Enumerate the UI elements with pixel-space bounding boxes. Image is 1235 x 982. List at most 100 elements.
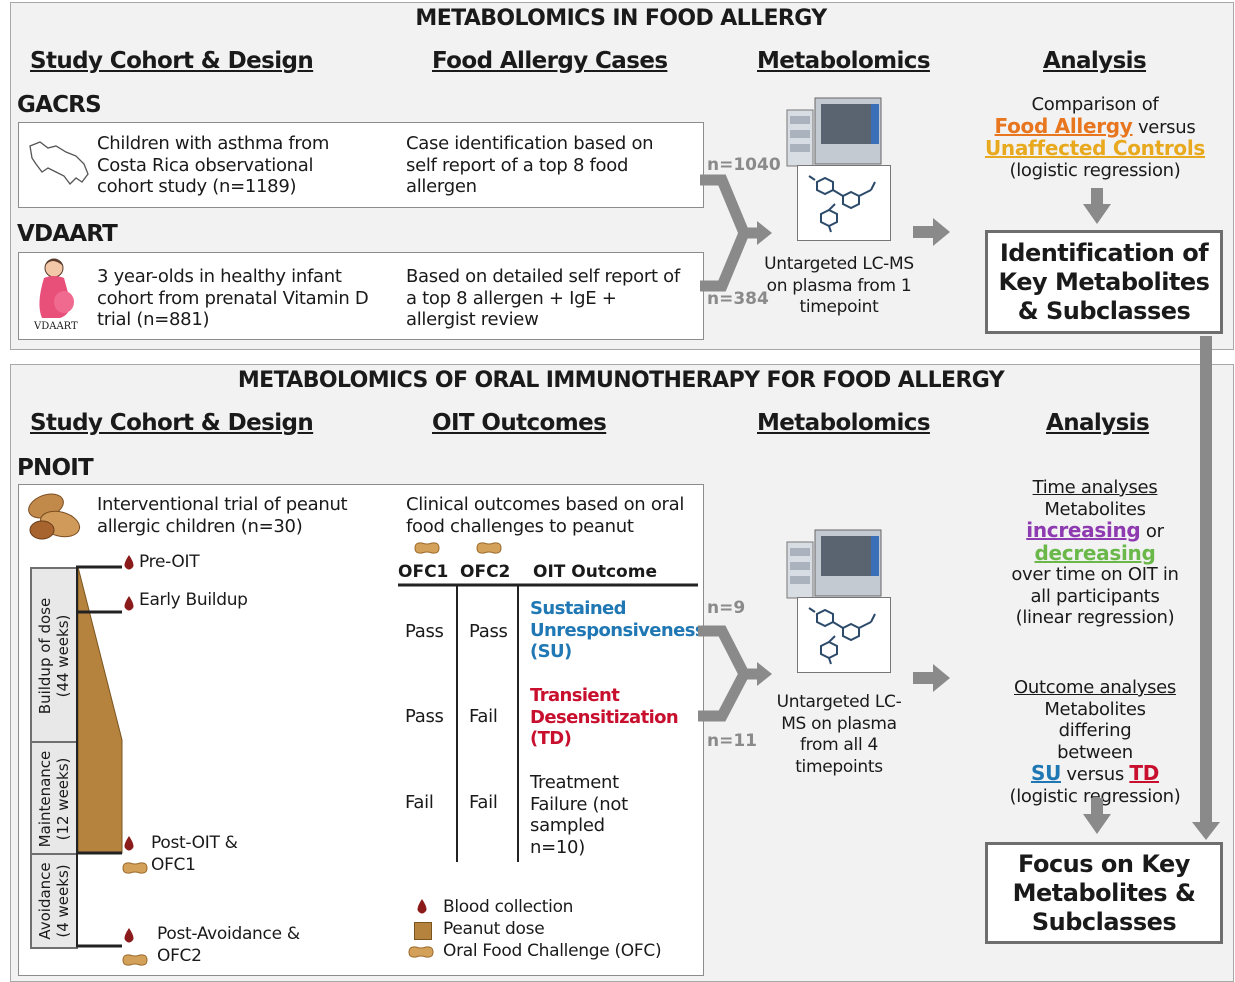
lcms-instrument-icon-bottom [786,529,882,599]
versus-word-2: versus [1061,764,1130,785]
top-header-analysis: Analysis [1043,48,1147,74]
arrow-down-head-1 [1083,204,1111,224]
bottom-header-metabolomics: Metabolomics [757,410,931,436]
time-analysis: Time analyses Metabolites increasing or … [990,477,1200,629]
su-term: SU [1030,761,1062,785]
top-header-cohort: Study Cohort & Design [30,48,314,74]
row1-outcome: Sustained Unresponsiveness (SU) [530,598,706,662]
vdaart-logo-text: VDAART [34,321,78,332]
row2-ofc1: Pass [405,706,444,727]
vdaart-cases: Based on detailed self report of a top 8… [406,266,680,330]
time-analysis-line1: Metabolites [1044,498,1146,520]
decreasing-term: decreasing [1034,540,1156,565]
peanut-icon [414,542,440,554]
col-oit-outcome: OIT Outcome [533,562,657,582]
timepoint-early-buildup: Early Buildup [139,590,248,610]
td-n: n=11 [707,731,758,751]
gacrs-box [18,122,704,208]
gacrs-cases: Case identification based on self report… [406,133,654,197]
legend-ofc: Oral Food Challenge (OFC) [443,941,662,961]
molecule-icon-bottom [808,607,876,665]
or-word: or [1140,521,1164,542]
controls-term: Unaffected Controls [984,136,1206,160]
outcomes-intro: Clinical outcomes based on oral food cha… [406,494,685,537]
outcome-analysis-title: Outcome analyses [1013,677,1177,698]
vdaart-box [18,252,704,340]
blood-drop-icon [124,555,134,570]
top-analysis-line1: Comparison of [1031,94,1159,115]
timepoint-pre-oit: Pre-OIT [139,552,200,572]
arrow-down-shaft-1 [1091,188,1103,206]
focus-result-box: Focus on Key Metabolites & Subclasses [985,842,1223,944]
bottom-header-cohort: Study Cohort & Design [30,410,314,436]
outcome-analysis-line1: Metabolites differing between [1044,698,1146,763]
peanut-icon [476,542,502,554]
legend-dose: Peanut dose [443,919,545,939]
time-analysis-method: (linear regression) [1015,607,1175,628]
peanut-icon [408,946,434,958]
peanut-icon [122,954,148,966]
molecule-icon-top [808,175,876,233]
top-analysis-method: (logistic regression) [1009,159,1181,181]
row3-ofc2: Fail [469,792,498,813]
timepoint-post-oit: Post-OIT & OFC1 [151,833,238,875]
arrow-top-head [933,218,950,246]
top-analysis-text: Comparison of Food Allergy versus Unaffe… [975,94,1215,181]
pregnant-woman-icon [39,258,74,318]
peanut-dose-timeline [76,565,123,948]
arrow-bottom-head [933,664,950,692]
time-analysis-title: Time analyses [1032,477,1158,498]
time-analysis-rest: over time on OIT in all participants [1011,564,1179,607]
blood-drop-icon [417,899,427,914]
row1-ofc2: Pass [469,621,508,642]
costa-rica-map-icon [29,141,89,185]
identification-result-box: Identification of Key Metabolites & Subc… [985,230,1223,334]
food-allergy-term: Food Allergy [994,113,1133,138]
top-header-metabolomics: Metabolomics [757,48,931,74]
bottom-header-outcomes: OIT Outcomes [432,410,607,436]
vdaart-label: VDAART [17,221,118,247]
row2-outcome: Transient Desensitization (TD) [530,685,679,749]
pnoit-label: PNOIT [17,455,94,481]
merge-arrowhead-top [757,221,772,245]
arrow-top-shaft [913,226,935,238]
increasing-term: increasing [1026,518,1141,542]
top-analysis-line2: Food Allergy versus [975,113,1215,139]
connector-shaft [1200,336,1212,824]
arrow-bottom-shaft [913,672,935,684]
timepoint-post-avoidance: Post-Avoidance & OFC2 [157,924,300,966]
peanuts-icon [28,493,81,540]
merge-arrow-top [700,174,760,292]
bottom-metabolomics-text: Untargeted LC-MS on plasma from all 4 ti… [776,692,902,777]
arrow-down-shaft-2 [1091,798,1103,816]
blood-drop-icon [124,596,134,611]
pnoit-design: Interventional trial of peanut allergic … [97,494,348,537]
merge-arrow-bottom [698,625,760,722]
connector-head [1192,822,1220,840]
gacrs-n: n=1040 [707,155,781,175]
row2-ofc2: Fail [469,706,498,727]
td-term: TD [1129,761,1160,785]
merge-arrowhead-bottom [757,662,772,686]
bottom-header-analysis: Analysis [1046,410,1150,436]
table-lines [398,583,698,862]
oit-title: METABOLOMICS OF ORAL IMMUNOTHERAPY FOR F… [237,368,1005,393]
su-n: n=9 [707,598,746,618]
row1-ofc1: Pass [405,621,444,642]
gacrs-label: GACRS [17,92,102,118]
legend-blood: Blood collection [443,897,574,917]
outcome-analysis-method: (logistic regression) [1009,785,1181,807]
top-metabolomics-text: Untargeted LC-MS on plasma from 1 timepo… [764,254,914,317]
blood-drop-icon [124,836,134,851]
gacrs-design: Children with asthma from Costa Rica obs… [97,133,330,197]
outcome-analysis: Outcome analyses Metabolites differing b… [990,677,1200,807]
top-header-cases: Food Allergy Cases [432,48,668,74]
vdaart-n: n=384 [707,289,769,309]
peanut-dose-icon [414,922,432,940]
vdaart-design: 3 year-olds in healthy infant cohort fro… [97,266,369,330]
col-ofc1: OFC1 [398,562,449,582]
row3-ofc1: Fail [405,792,434,813]
peanut-icon [122,862,148,874]
food-allergy-title: METABOLOMICS IN FOOD ALLERGY [415,6,827,31]
